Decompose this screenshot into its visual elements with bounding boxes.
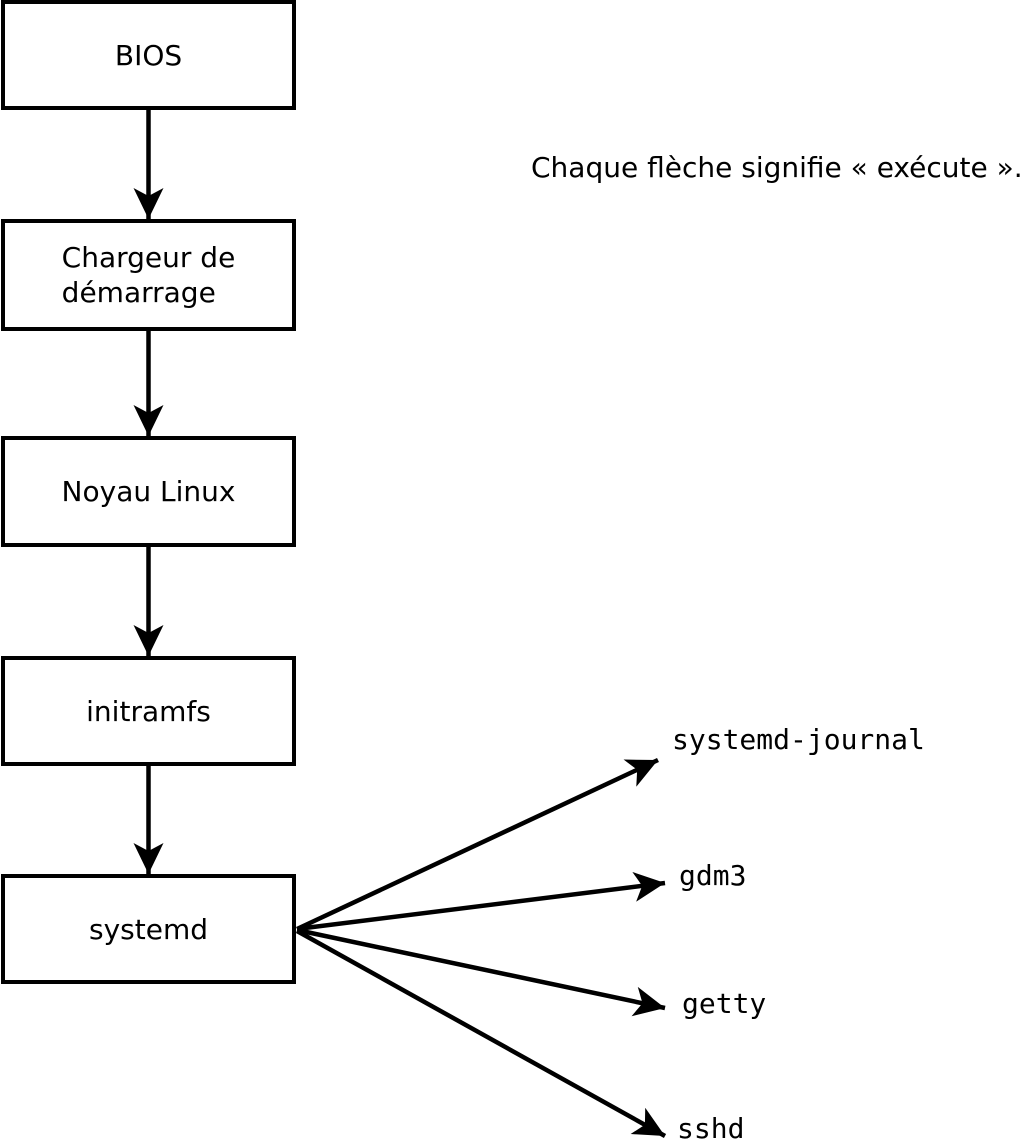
process-label-sshd: sshd [677,1112,745,1144]
arrow-systemd-to-getty [296,927,666,1017]
node-initramfs: initramfs [1,656,296,766]
node-kernel-label: Noyau Linux [61,475,236,508]
node-bootloader-label: Chargeur de démarrage [61,241,236,309]
node-systemd-label: systemd [89,912,208,946]
node-systemd: systemd [1,874,296,984]
node-bootloader: Chargeur de démarrage [1,219,296,331]
arrow-systemd-to-journal [296,757,659,932]
node-kernel: Noyau Linux [1,436,296,547]
caption: Chaque flèche signifie « exécute ». [531,151,1023,184]
arrow-systemd-to-sshd [295,929,667,1138]
process-label-gdm3: gdm3 [679,859,747,892]
node-bios: BIOS [1,0,296,110]
node-initramfs-label: initramfs [86,694,211,728]
process-label-systemd-journal: systemd-journal [672,723,925,756]
process-label-getty: getty [682,987,767,1020]
arrow-systemd-to-gdm3 [296,871,666,932]
node-bios-label: BIOS [114,38,183,72]
